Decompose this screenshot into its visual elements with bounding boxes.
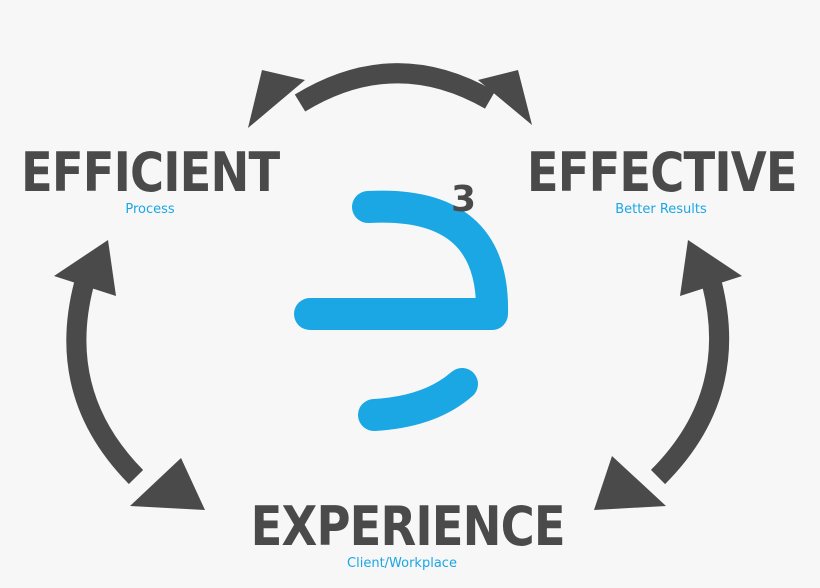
node-experience: EXPERIENCE Client/Workplace: [226, 500, 578, 572]
node-efficient: EFFICIENT Process: [0, 146, 300, 218]
arrow-efficient-experience: [54, 240, 205, 510]
logo-superscript: 3: [451, 179, 477, 220]
node-subtitle-experience: Client/Workplace: [347, 556, 457, 571]
node-effective: EFFECTIVE Better Results: [505, 146, 817, 218]
node-subtitle-effective: Better Results: [615, 202, 707, 217]
e-logo: [294, 190, 509, 431]
node-title-experience: EXPERIENCE: [250, 495, 566, 558]
node-title-efficient: EFFICIENT: [21, 141, 280, 204]
node-subtitle-efficient: Process: [125, 202, 175, 217]
arrow-effective-experience: [594, 240, 742, 510]
arrow-efficient-effective: [248, 63, 532, 128]
node-title-effective: EFFECTIVE: [526, 141, 798, 204]
